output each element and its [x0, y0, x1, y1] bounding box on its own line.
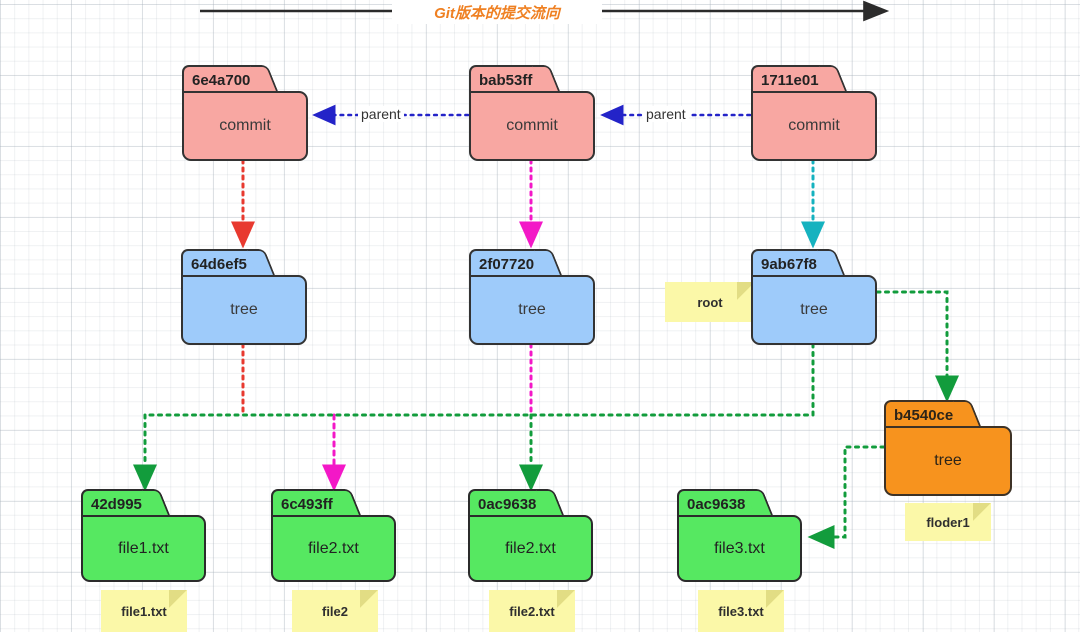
tree2-to-blob2-edge: [322, 342, 533, 492]
node-commit-bab53ff[interactable]: bab53ff commit: [469, 65, 595, 161]
note-file2: file2: [292, 590, 378, 632]
node-tree-9ab67f8[interactable]: 9ab67f8 tree: [751, 249, 877, 345]
node-type-label: file3.txt: [677, 515, 802, 582]
node-type-label: tree: [469, 275, 595, 345]
node-tree-2f07720[interactable]: 2f07720 tree: [469, 249, 595, 345]
node-blob-0ac9638-file2[interactable]: 0ac9638 file2.txt: [468, 489, 593, 582]
parent-label-2: parent: [643, 106, 689, 122]
node-commit-6e4a700[interactable]: 6e4a700 commit: [182, 65, 308, 161]
node-type-label: commit: [182, 91, 308, 161]
tree3-children-bus-edge: [133, 342, 815, 492]
flow-title: Git版本的提交流向: [392, 0, 602, 24]
node-blob-0ac9638-file3[interactable]: 0ac9638 file3.txt: [677, 489, 802, 582]
note-file2b: file2.txt: [489, 590, 575, 632]
node-hash-label: 42d995: [81, 489, 154, 517]
node-commit-1711e01[interactable]: 1711e01 commit: [751, 65, 877, 161]
parent-label-1: parent: [358, 106, 404, 122]
node-hash-label: 6c493ff: [271, 489, 345, 517]
note-label: floder1: [926, 514, 970, 530]
node-hash-label: bab53ff: [469, 65, 545, 93]
node-tree-64d6ef5[interactable]: 64d6ef5 tree: [181, 249, 307, 345]
node-hash-label: 0ac9638: [468, 489, 549, 517]
note-root: root: [665, 282, 755, 322]
node-hash-label: 6e4a700: [182, 65, 263, 93]
tree4-to-blob4-edge: [807, 445, 886, 549]
node-hash-label: 1711e01: [751, 65, 831, 93]
note-label: file2: [321, 603, 348, 619]
node-type-label: tree: [751, 275, 877, 345]
note-label: file1.txt: [121, 603, 167, 619]
node-hash-label: b4540ce: [884, 400, 966, 428]
tree3-to-tree4-edge: [875, 290, 959, 403]
node-blob-6c493ff[interactable]: 6c493ff file2.txt: [271, 489, 396, 582]
node-hash-label: 2f07720: [469, 249, 547, 277]
node-hash-label: 9ab67f8: [751, 249, 829, 277]
node-type-label: commit: [469, 91, 595, 161]
node-type-label: tree: [884, 426, 1012, 496]
note-file1: file1.txt: [101, 590, 187, 632]
node-blob-42d995[interactable]: 42d995 file1.txt: [81, 489, 206, 582]
note-label: file3.txt: [718, 603, 764, 619]
node-type-label: file1.txt: [81, 515, 206, 582]
note-label: root: [697, 294, 723, 310]
node-hash-label: 0ac9638: [677, 489, 758, 517]
note-label: file2.txt: [509, 603, 555, 619]
node-type-label: commit: [751, 91, 877, 161]
note-floder1: floder1: [905, 503, 991, 541]
node-type-label: file2.txt: [468, 515, 593, 582]
node-type-label: tree: [181, 275, 307, 345]
node-tree-b4540ce[interactable]: b4540ce tree: [884, 400, 1012, 496]
note-file3: file3.txt: [698, 590, 784, 632]
node-type-label: file2.txt: [271, 515, 396, 582]
node-hash-label: 64d6ef5: [181, 249, 259, 277]
